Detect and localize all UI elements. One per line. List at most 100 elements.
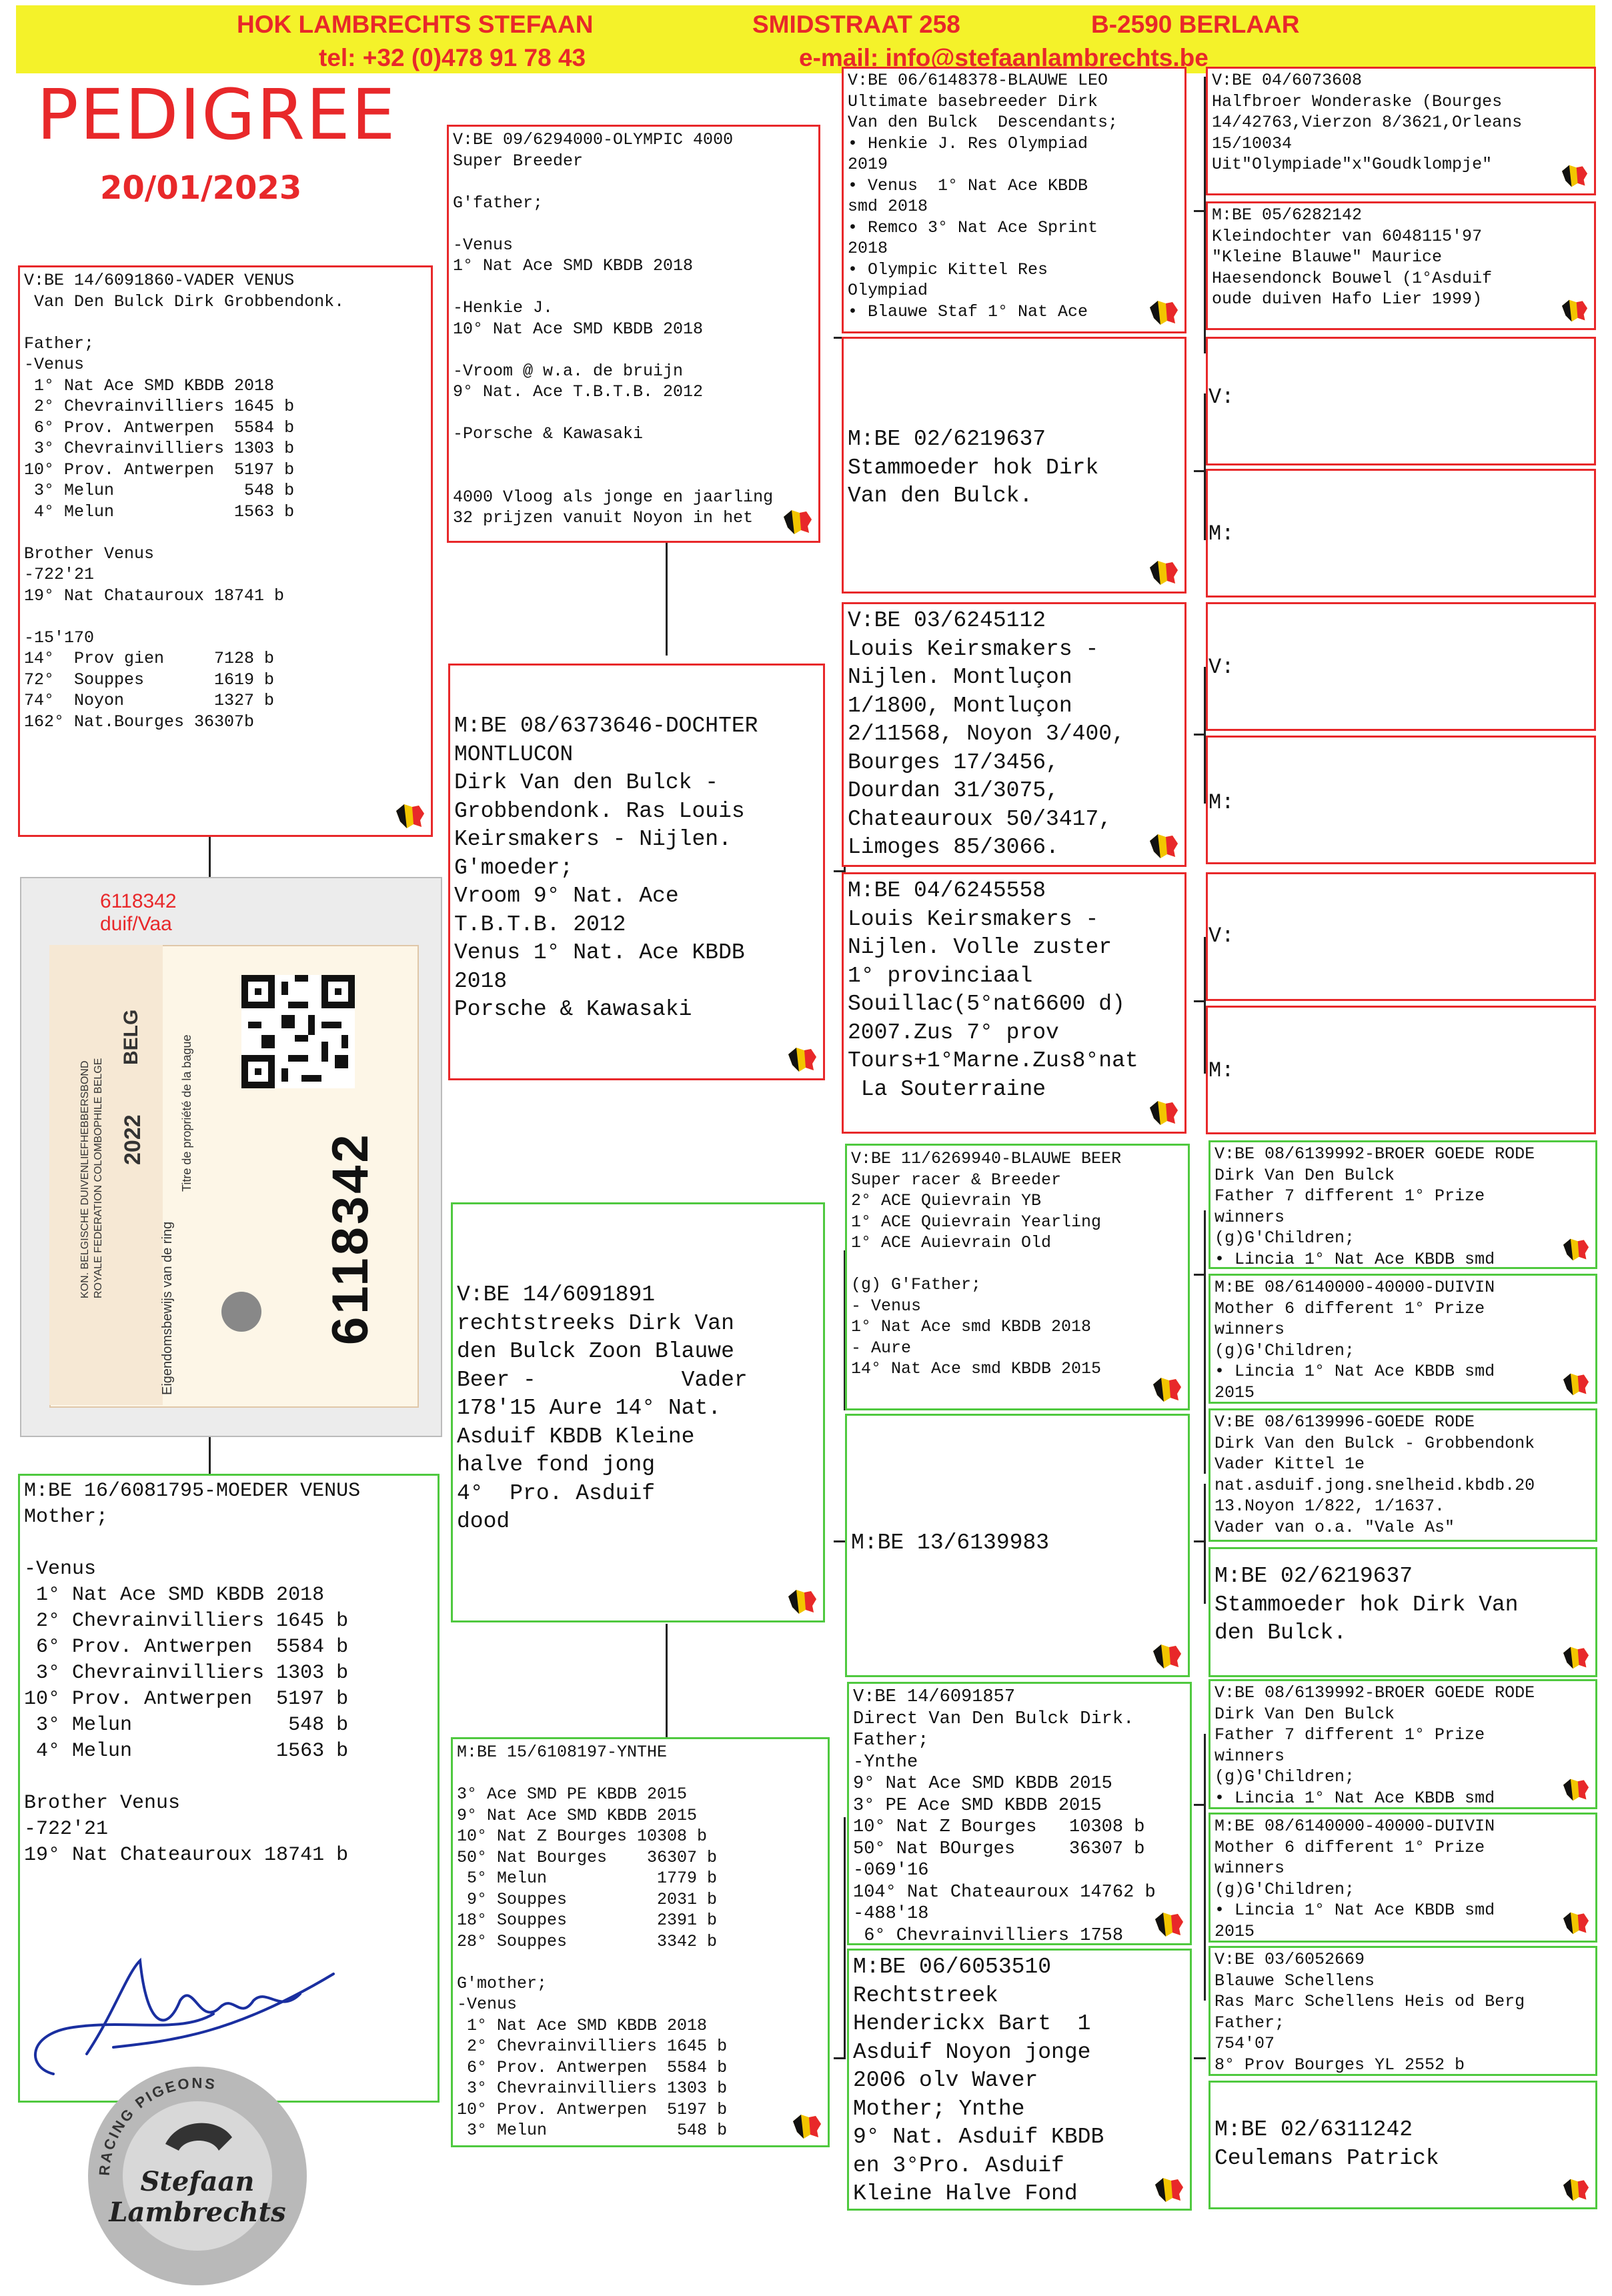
connector-line xyxy=(834,1540,846,1542)
belgium-map-icon xyxy=(396,804,424,828)
connector-line xyxy=(1204,393,1206,540)
connector-line xyxy=(1194,210,1206,212)
belgium-map-icon xyxy=(1150,301,1178,325)
belgium-map-icon xyxy=(1562,299,1587,322)
g3-label-c1: V: xyxy=(1208,655,1235,680)
connector-line xyxy=(1204,1484,1206,1604)
g3-box-d2 xyxy=(1206,1006,1596,1134)
header-band xyxy=(16,5,1595,73)
g3-box-a2: M:BE 05/6282142 Kleindochter van 6048115… xyxy=(1206,201,1596,330)
g3-box-b2 xyxy=(1206,469,1596,598)
connector-line xyxy=(666,1624,668,1737)
belgium-map-icon xyxy=(1563,1373,1589,1396)
g3-box-g1: V:BE 08/6139992-BROER GOEDE RODE Dirk Va… xyxy=(1208,1679,1597,1809)
page-title: PEDIGREE xyxy=(37,74,397,155)
belgium-map-icon xyxy=(1155,1913,1183,1937)
connector-line xyxy=(1204,1210,1206,1474)
belgium-map-icon xyxy=(1153,1644,1181,1668)
g3-box-e2: M:BE 08/6140000-40000-DUIVIN Mother 6 di… xyxy=(1208,1274,1597,1404)
connector-line xyxy=(834,337,846,339)
ring-number: 6118342 xyxy=(322,1132,379,1345)
g3-text-f2: M:BE 02/6219637 Stammoeder hok Dirk Van … xyxy=(1215,1564,1519,1645)
maternal-granddam-box: M:BE 15/6108197-YNTHE 3° Ace SMD PE KBDB… xyxy=(451,1737,830,2147)
belgium-map-icon xyxy=(1150,561,1178,585)
maternal-granddam-text: M:BE 15/6108197-YNTHE 3° Ace SMD PE KBDB… xyxy=(457,1743,728,2140)
pedigree-date: 20/01/2023 xyxy=(100,169,302,207)
paternal-grandsire-box: V:BE 09/6294000-OLYMPIC 4000 Super Breed… xyxy=(447,125,820,543)
ring-card-photo: 6118342 duif/Vaa KON. BELGISCHE DUIVENLI… xyxy=(20,877,442,1437)
belgium-map-icon xyxy=(1563,1238,1589,1261)
paternal-granddam-text: M:BE 08/6373646-DOCHTER MONTLUCON Dirk V… xyxy=(454,714,758,1022)
g3-text-e1: V:BE 08/6139992-BROER GOEDE RODE Dirk Va… xyxy=(1215,1144,1535,1269)
paternal-granddam-box: M:BE 08/6373646-DOCHTER MONTLUCON Dirk V… xyxy=(448,664,825,1080)
g2-box-b: M:BE 02/6219637 Stammoeder hok Dirk Van … xyxy=(842,337,1186,594)
g3-label-d2: M: xyxy=(1208,1058,1235,1083)
ring-card-year: 2022 xyxy=(120,1114,145,1165)
connector-line xyxy=(1204,667,1206,804)
connector-line xyxy=(1194,2057,1206,2059)
sire-box: V:BE 14/6091860-VADER VENUS Van Den Bulc… xyxy=(18,265,433,837)
g2-text-c: V:BE 03/6245112 Louis Keirsmakers - Nijl… xyxy=(848,608,1125,860)
sire-text: V:BE 14/6091860-VADER VENUS Van Den Bulc… xyxy=(24,271,345,732)
dam-text: M:BE 16/6081795-MOEDER VENUS Mother; -Ve… xyxy=(24,1480,361,1867)
connector-line xyxy=(209,835,211,877)
belgium-map-icon xyxy=(793,2115,821,2139)
g3-label-c2: M: xyxy=(1208,790,1235,815)
g3-box-f1: V:BE 08/6139996-GOEDE RODE Dirk Van den … xyxy=(1208,1408,1597,1542)
dam-box: M:BE 16/6081795-MOEDER VENUS Mother; -Ve… xyxy=(18,1474,440,2103)
g3-box-a1: V:BE 04/6073608 Halfbroer Wonderaske (Bo… xyxy=(1206,67,1596,195)
belgium-map-icon xyxy=(1562,165,1587,187)
loft-email: e-mail: info@stefaanlambrechts.be xyxy=(799,44,1208,71)
g3-text-g1: V:BE 08/6139992-BROER GOEDE RODE Dirk Va… xyxy=(1215,1683,1535,1808)
g2-box-e: V:BE 11/6269940-BLAUWE BEER Super racer … xyxy=(845,1144,1190,1410)
g3-box-f2: M:BE 02/6219637 Stammoeder hok Dirk Van … xyxy=(1208,1547,1597,1677)
seal-name-1: Stefaan xyxy=(141,2166,255,2197)
g3-label-d1: V: xyxy=(1208,924,1235,948)
g2-text-a: V:BE 06/6148378-BLAUWE LEO Ultimate base… xyxy=(848,71,1118,321)
g3-box-c1 xyxy=(1206,602,1596,731)
signature xyxy=(34,1957,335,2075)
g3-text-h2: M:BE 02/6311242 Ceulemans Patrick xyxy=(1215,2117,1439,2171)
g2-box-f: M:BE 13/6139983 xyxy=(845,1414,1190,1677)
g3-box-b1 xyxy=(1206,337,1596,465)
connector-line xyxy=(1194,1540,1206,1542)
belgium-map-icon xyxy=(788,1048,816,1072)
g3-text-g2: M:BE 08/6140000-40000-DUIVIN Mother 6 di… xyxy=(1215,1817,1495,1941)
g2-box-a: V:BE 06/6148378-BLAUWE LEO Ultimate base… xyxy=(842,67,1186,333)
connector-line xyxy=(1194,470,1206,472)
loft-phone: tel: +32 (0)478 91 78 43 xyxy=(319,44,586,71)
g3-text-e2: M:BE 08/6140000-40000-DUIVIN Mother 6 di… xyxy=(1215,1278,1495,1402)
g2-box-h: M:BE 06/6053510 Rechtstreek Henderickx B… xyxy=(847,1949,1192,2211)
belgium-map-icon xyxy=(1155,2178,1183,2202)
belgium-map-icon xyxy=(788,1590,816,1614)
belgium-map-icon xyxy=(1563,1779,1589,1801)
ring-card-ownership-fr: Titre de propriété de la bague xyxy=(180,1034,193,1192)
g3-box-h1: V:BE 03/6052669 Blauwe Schellens Ras Mar… xyxy=(1208,1946,1597,2076)
paternal-grandsire-text: V:BE 09/6294000-OLYMPIC 4000 Super Breed… xyxy=(453,130,774,527)
g2-box-c: V:BE 03/6245112 Louis Keirsmakers - Nijl… xyxy=(842,602,1186,867)
belgium-map-icon xyxy=(1563,1912,1589,1935)
belgium-map-icon xyxy=(1153,1378,1181,1402)
loft-name: HOK LAMBRECHTS STEFAAN xyxy=(237,11,594,38)
g2-box-d: M:BE 04/6245558 Louis Keirsmakers - Nijl… xyxy=(842,872,1186,1134)
belgium-map-icon xyxy=(1150,834,1178,858)
ring-card-ownership-nl: Eigendomsbewijs van de ring xyxy=(160,1221,175,1395)
g2-box-g: V:BE 14/6091857 Direct Van Den Bulck Dir… xyxy=(847,1682,1192,1945)
connector-line xyxy=(1194,1000,1206,1002)
connector-line xyxy=(1204,1734,1206,2001)
g3-text-a2: M:BE 05/6282142 Kleindochter van 6048115… xyxy=(1212,205,1493,309)
ring-card-org: KON. BELGISCHE DUIVENLIEFHEBBERSBOND ROY… xyxy=(79,1058,104,1298)
connector-line xyxy=(844,1817,846,2057)
loft-seal-logo: RACING PIGEONS Stefaan Lambrechts xyxy=(88,2067,307,2285)
g3-label-b1: V: xyxy=(1208,385,1235,409)
g3-box-g2: M:BE 08/6140000-40000-DUIVIN Mother 6 di… xyxy=(1208,1813,1597,1943)
g3-text-a1: V:BE 04/6073608 Halfbroer Wonderaske (Bo… xyxy=(1212,71,1523,174)
belgium-map-icon xyxy=(1563,1646,1589,1669)
g2-text-b: M:BE 02/6219637 Stammoeder hok Dirk Van … xyxy=(848,427,1099,508)
g3-text-f1: V:BE 08/6139996-GOEDE RODE Dirk Van den … xyxy=(1215,1412,1535,1537)
g2-text-g: V:BE 14/6091857 Direct Van Den Bulck Dir… xyxy=(853,1687,1156,1945)
g2-text-f: M:BE 13/6139983 xyxy=(851,1530,1050,1555)
connector-line xyxy=(1204,77,1206,353)
connector-line xyxy=(1204,937,1206,1074)
belgium-map-icon xyxy=(1150,1101,1178,1125)
